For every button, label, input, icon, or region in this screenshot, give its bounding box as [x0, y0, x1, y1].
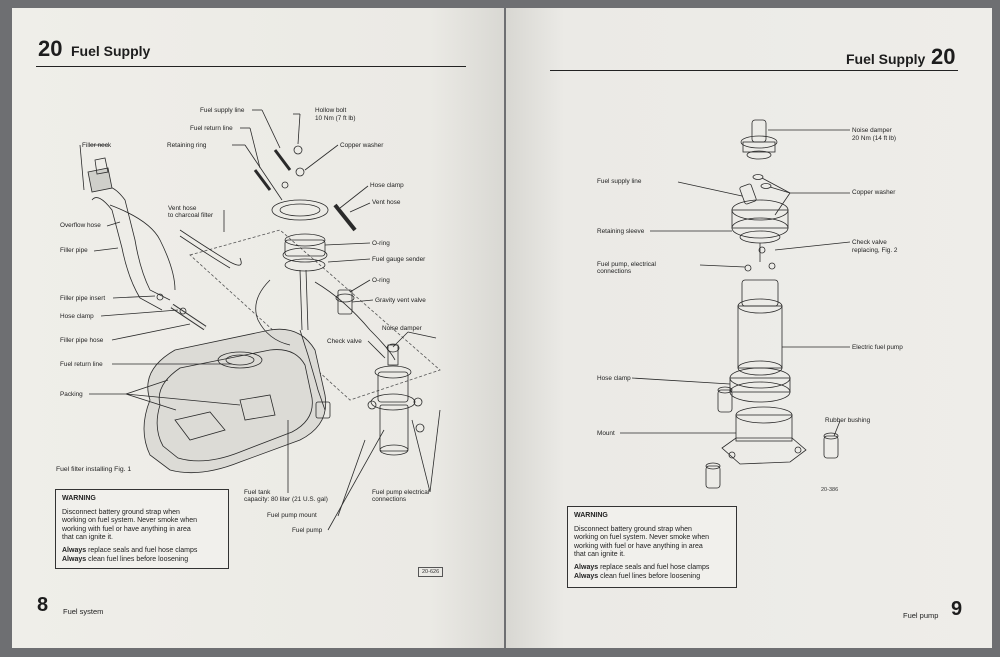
- label-filler-neck: Filler neck: [82, 142, 112, 149]
- label-hose-clamp-left: Hose clamp: [60, 313, 94, 320]
- right-footer-text: Fuel pump: [903, 611, 939, 620]
- label-filler-pipe-insert: Filler pipe insert: [60, 295, 106, 302]
- label-hose-clamp-top: Hose clamp: [370, 182, 404, 189]
- right-header-rule: [550, 70, 958, 71]
- left-warning-line: that can ignite it.: [62, 534, 113, 542]
- label-filler-pipe: Filler pipe: [60, 247, 88, 254]
- label-fuel-gauge-sender: Fuel gauge sender: [372, 256, 426, 263]
- label-check-valve: Check valve: [327, 338, 362, 345]
- left-warning-always-2: Always clean fuel lines before loosening: [62, 555, 189, 563]
- label-fuel-supply-line: Fuel supply line: [200, 107, 245, 114]
- label-vent-hose: Vent hose: [168, 205, 197, 212]
- right-chapter-number: 20: [931, 44, 956, 69]
- left-warning-title: WARNING: [62, 495, 96, 502]
- label-check-valve-right: Check valve: [852, 239, 887, 246]
- label-packing: Packing: [60, 391, 83, 398]
- label-noise-damper-torque: 20 Nm (14 ft lb): [852, 135, 897, 142]
- label-o-ring-1: O-ring: [372, 240, 390, 247]
- label-filler-pipe-hose: Filler pipe hose: [60, 337, 104, 344]
- left-chapter-title: Fuel Supply: [71, 43, 151, 59]
- label-fuel-tank-capacity: capacity: 80 liter (21 U.S. gal): [244, 496, 328, 503]
- left-chapter-number: 20: [38, 36, 63, 61]
- right-warning-line: working on fuel system. Never smoke when: [574, 534, 709, 542]
- left-warning-box: WARNING Disconnect battery ground strap …: [55, 489, 229, 569]
- label-copper-washer-right: Copper washer: [852, 189, 896, 196]
- label-mount: Mount: [597, 430, 615, 437]
- label-fuel-pump: Fuel pump: [292, 527, 323, 534]
- left-warning-line: Disconnect battery ground strap when: [62, 508, 180, 516]
- left-page-number: 8: [37, 594, 49, 616]
- left-warning-line: working on fuel system. Never smoke when: [62, 517, 197, 525]
- label-retaining-ring: Retaining ring: [167, 142, 207, 149]
- label-overflow-hose: Overflow hose: [60, 222, 101, 229]
- left-header-rule: [36, 66, 466, 67]
- label-electric-fuel-pump: Electric fuel pump: [852, 344, 903, 351]
- label-fuel-supply-line-right: Fuel supply line: [597, 178, 642, 185]
- label-hose-clamp-right: Hose clamp: [597, 375, 631, 382]
- label-fuel-pump-electrical-connections: connections: [372, 496, 407, 503]
- right-warning-box: WARNING Disconnect battery ground strap …: [567, 506, 737, 588]
- label-gravity-vent-valve: Gravity vent valve: [375, 297, 426, 304]
- right-warning-line: working with fuel or have anything in ar…: [574, 542, 703, 550]
- label-retaining-sleeve: Retaining sleeve: [597, 228, 645, 235]
- label-o-ring-2: O-ring: [372, 277, 390, 284]
- label-check-valve-replacing: replacing, Fig. 2: [852, 247, 898, 254]
- label-hollow-bolt: Hollow bolt: [315, 107, 347, 114]
- left-warning-text: Disconnect battery ground strap when wor…: [62, 509, 222, 543]
- left-figure-ref: 20-626: [418, 567, 444, 577]
- left-footer-text: Fuel system: [63, 607, 104, 616]
- right-warning-text: Disconnect battery ground strap when wor…: [574, 526, 730, 560]
- right-warning-line: that can ignite it.: [574, 551, 625, 559]
- label-fuel-pump-electrical: Fuel pump electrical: [372, 489, 430, 496]
- left-figure-caption: Fuel filter installing Fig. 1: [56, 466, 132, 473]
- right-warning-always-1: Always replace seals and fuel hose clamp…: [574, 563, 710, 571]
- label-copper-washer: Copper washer: [340, 142, 384, 149]
- right-warning-always-2: Always clean fuel lines before loosening: [574, 572, 701, 580]
- right-warning-line: Disconnect battery ground strap when: [574, 525, 692, 533]
- label-fuel-pump-electrical-right: Fuel pump, electrical: [597, 261, 656, 268]
- label-vent-hose-right: Vent hose: [372, 199, 401, 206]
- right-chapter-title: Fuel Supply: [846, 51, 926, 67]
- right-page-number: 9: [951, 598, 963, 620]
- label-fuel-pump-mount: Fuel pump mount: [267, 512, 317, 519]
- left-warning-always-1: Always replace seals and fuel hose clamp…: [62, 546, 198, 554]
- label-fuel-return-line-left: Fuel return line: [60, 361, 103, 368]
- left-warning-line: working with fuel or have anything in ar…: [62, 525, 191, 533]
- label-noise-damper: Noise damper: [382, 325, 422, 332]
- label-fuel-return-line-top: Fuel return line: [190, 125, 233, 132]
- label-hollow-bolt-torque: 10 Nm (7 ft lb): [315, 115, 356, 122]
- label-vent-hose-charcoal: to charcoal filter: [168, 212, 214, 219]
- label-fuel-tank: Fuel tank: [244, 489, 271, 496]
- right-warning-title: WARNING: [574, 512, 608, 519]
- label-noise-damper-right: Noise damper: [852, 127, 892, 134]
- label-fuel-pump-electrical-connections-right: connections: [597, 268, 632, 275]
- label-rubber-bushing: Rubber bushing: [825, 417, 871, 424]
- right-figure-ref: 20-386: [821, 487, 839, 493]
